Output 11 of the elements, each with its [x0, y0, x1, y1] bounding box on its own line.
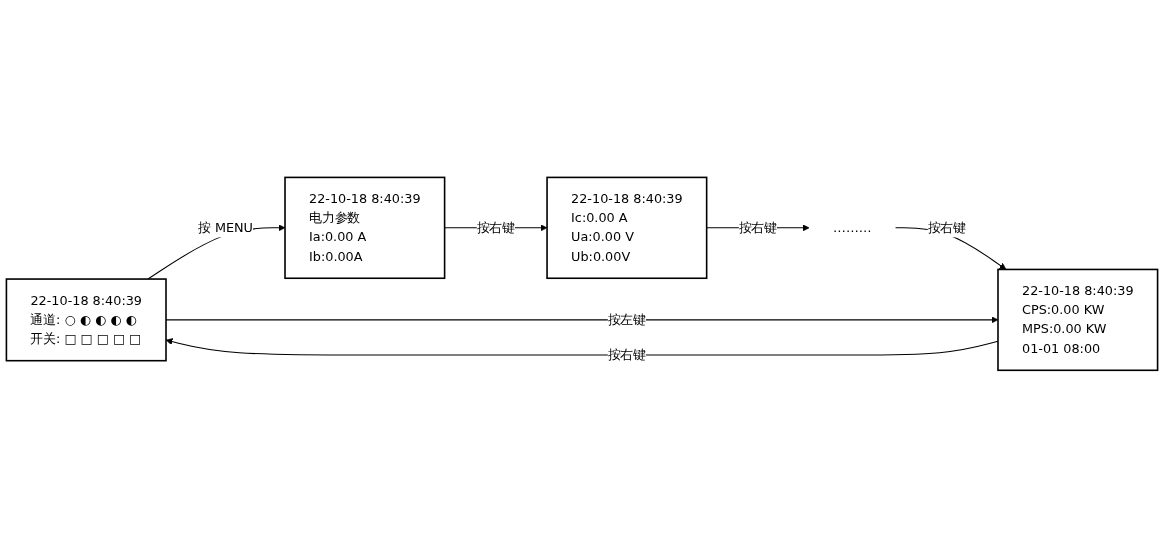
- node-text: ………: [833, 219, 872, 235]
- edge-label: 按左键: [607, 311, 647, 327]
- edge-label: 按右键: [738, 219, 778, 235]
- node-box: 22-10-18 8:40:39 通道: ○ ◐ ◐ ◐ ◐ 开关: □ □ □ □ □: [5, 277, 167, 362]
- edge-label: 按右键: [607, 346, 647, 362]
- node-box: 22-10-18 8:40:39 CPS:0.00 KW MPS:0.00 KW 01-01 08:00: [997, 268, 1159, 371]
- edge-label: 按右键: [927, 219, 966, 235]
- node-box: 22-10-18 8:40:39 电力参数 Ia:0.00 A Ib:0.00A: [284, 176, 446, 279]
- edge-label: 按 MENU: [198, 219, 253, 235]
- node-box: 22-10-18 8:40:39 Ic:0.00 A Ua:0.00 V Ub:0.00V: [546, 176, 708, 279]
- edge-label: 按右键: [476, 219, 516, 235]
